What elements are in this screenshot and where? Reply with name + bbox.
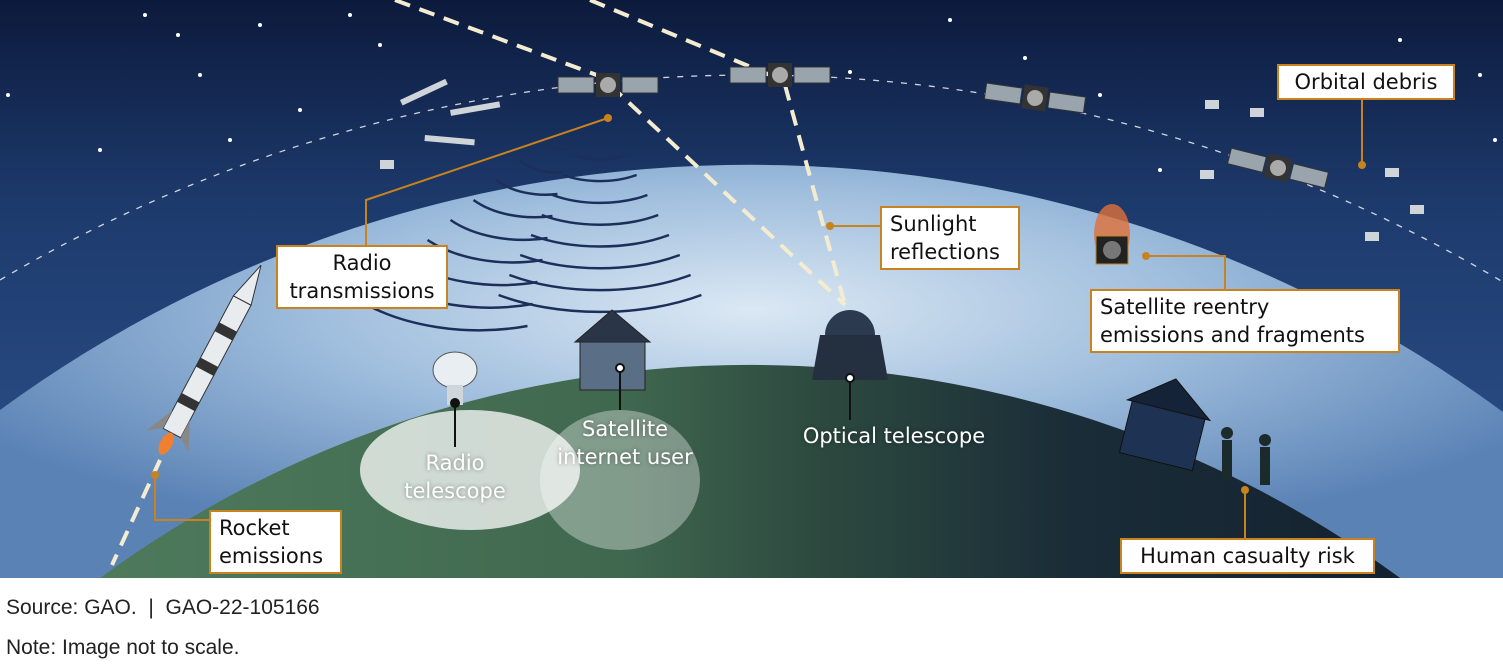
optical-telescope-label: Optical telescope bbox=[802, 424, 986, 448]
star bbox=[1098, 93, 1102, 97]
radio-telescope-label: Radio telescope bbox=[380, 449, 530, 505]
pointer-lines bbox=[454, 368, 851, 447]
label-line: Radio bbox=[332, 251, 392, 275]
debris bbox=[1250, 108, 1264, 117]
observatory bbox=[812, 310, 888, 380]
star bbox=[848, 70, 852, 74]
satellite bbox=[1226, 147, 1330, 189]
radio-wave bbox=[530, 233, 670, 248]
label-line: Radio bbox=[425, 451, 485, 475]
satellite bbox=[983, 82, 1087, 114]
star bbox=[258, 23, 262, 27]
label-line: Rocket bbox=[219, 516, 290, 540]
label-line: Satellite bbox=[581, 417, 668, 441]
radio-wave bbox=[562, 173, 638, 183]
star bbox=[378, 43, 382, 47]
star bbox=[1023, 56, 1027, 60]
label-line: Sunlight bbox=[890, 212, 977, 236]
radio-wave bbox=[519, 253, 681, 270]
debris bbox=[1205, 100, 1219, 109]
radio-wave bbox=[449, 218, 548, 242]
star bbox=[6, 93, 10, 97]
star bbox=[198, 73, 202, 77]
orbital-debris-label: Orbital debris bbox=[1277, 64, 1455, 100]
label-line: reflections bbox=[890, 240, 1000, 264]
star bbox=[1398, 38, 1402, 42]
pointer-dots bbox=[450, 363, 855, 408]
stars bbox=[6, 13, 1497, 172]
callout-lines bbox=[154, 98, 1363, 538]
debris bbox=[1410, 205, 1424, 214]
radio-wave bbox=[541, 213, 659, 226]
satellite-internet-user-label: Satellite internet user bbox=[540, 415, 710, 471]
debris bbox=[424, 135, 475, 146]
label-line: emissions bbox=[219, 544, 324, 568]
radio-wave bbox=[573, 153, 627, 161]
star bbox=[1493, 138, 1497, 142]
label-line: telescope bbox=[404, 479, 506, 503]
debris bbox=[380, 160, 394, 169]
house bbox=[573, 309, 652, 391]
note-line: Note: Image not to scale. bbox=[6, 636, 240, 659]
radio-wave bbox=[472, 198, 553, 219]
star bbox=[98, 148, 102, 152]
radio-transmissions-label: Radio transmissions bbox=[276, 245, 448, 309]
callout-dots bbox=[151, 114, 1366, 494]
cloud bbox=[540, 410, 700, 550]
debris bbox=[1365, 232, 1379, 241]
source-line: Source: GAO. | GAO-22-105166 bbox=[6, 596, 320, 619]
radio-wave bbox=[584, 133, 616, 139]
debris bbox=[400, 78, 448, 106]
radio-wave bbox=[495, 179, 558, 196]
cloud bbox=[360, 410, 580, 530]
debris bbox=[1200, 170, 1214, 179]
star bbox=[298, 108, 302, 112]
label-line: internet user bbox=[557, 445, 693, 469]
radio-wave bbox=[518, 159, 563, 174]
label-line: transmissions bbox=[289, 279, 435, 303]
label-line: emissions and fragments bbox=[1100, 323, 1365, 347]
star bbox=[1478, 73, 1482, 77]
radio-wave bbox=[541, 139, 568, 152]
radio-wave bbox=[498, 293, 702, 314]
radio-wave bbox=[357, 298, 528, 332]
satellite bbox=[729, 63, 831, 87]
label-line: Satellite reentry bbox=[1100, 295, 1270, 319]
house bbox=[1118, 378, 1212, 472]
rocket bbox=[145, 264, 262, 455]
rocket-emissions-label: Rocket emissions bbox=[209, 510, 342, 574]
human-casualty-label: Human casualty risk bbox=[1120, 538, 1375, 574]
sunlight-reflections-label: Sunlight reflections bbox=[880, 206, 1020, 270]
star bbox=[176, 33, 180, 37]
sunlight-rays bbox=[110, 0, 847, 566]
star bbox=[228, 138, 232, 142]
star bbox=[143, 13, 147, 17]
debris bbox=[1385, 168, 1399, 177]
star bbox=[1158, 168, 1162, 172]
people bbox=[1221, 427, 1271, 485]
satellites bbox=[380, 63, 1424, 241]
radio-wave bbox=[552, 193, 648, 205]
satellite-reentry-label: Satellite reentry emissions and fragment… bbox=[1090, 289, 1400, 353]
star bbox=[348, 13, 352, 17]
reentering-satellite bbox=[1094, 204, 1130, 265]
radio-wave bbox=[508, 273, 692, 292]
debris bbox=[450, 101, 501, 116]
star bbox=[948, 18, 952, 22]
satellite bbox=[557, 73, 659, 97]
